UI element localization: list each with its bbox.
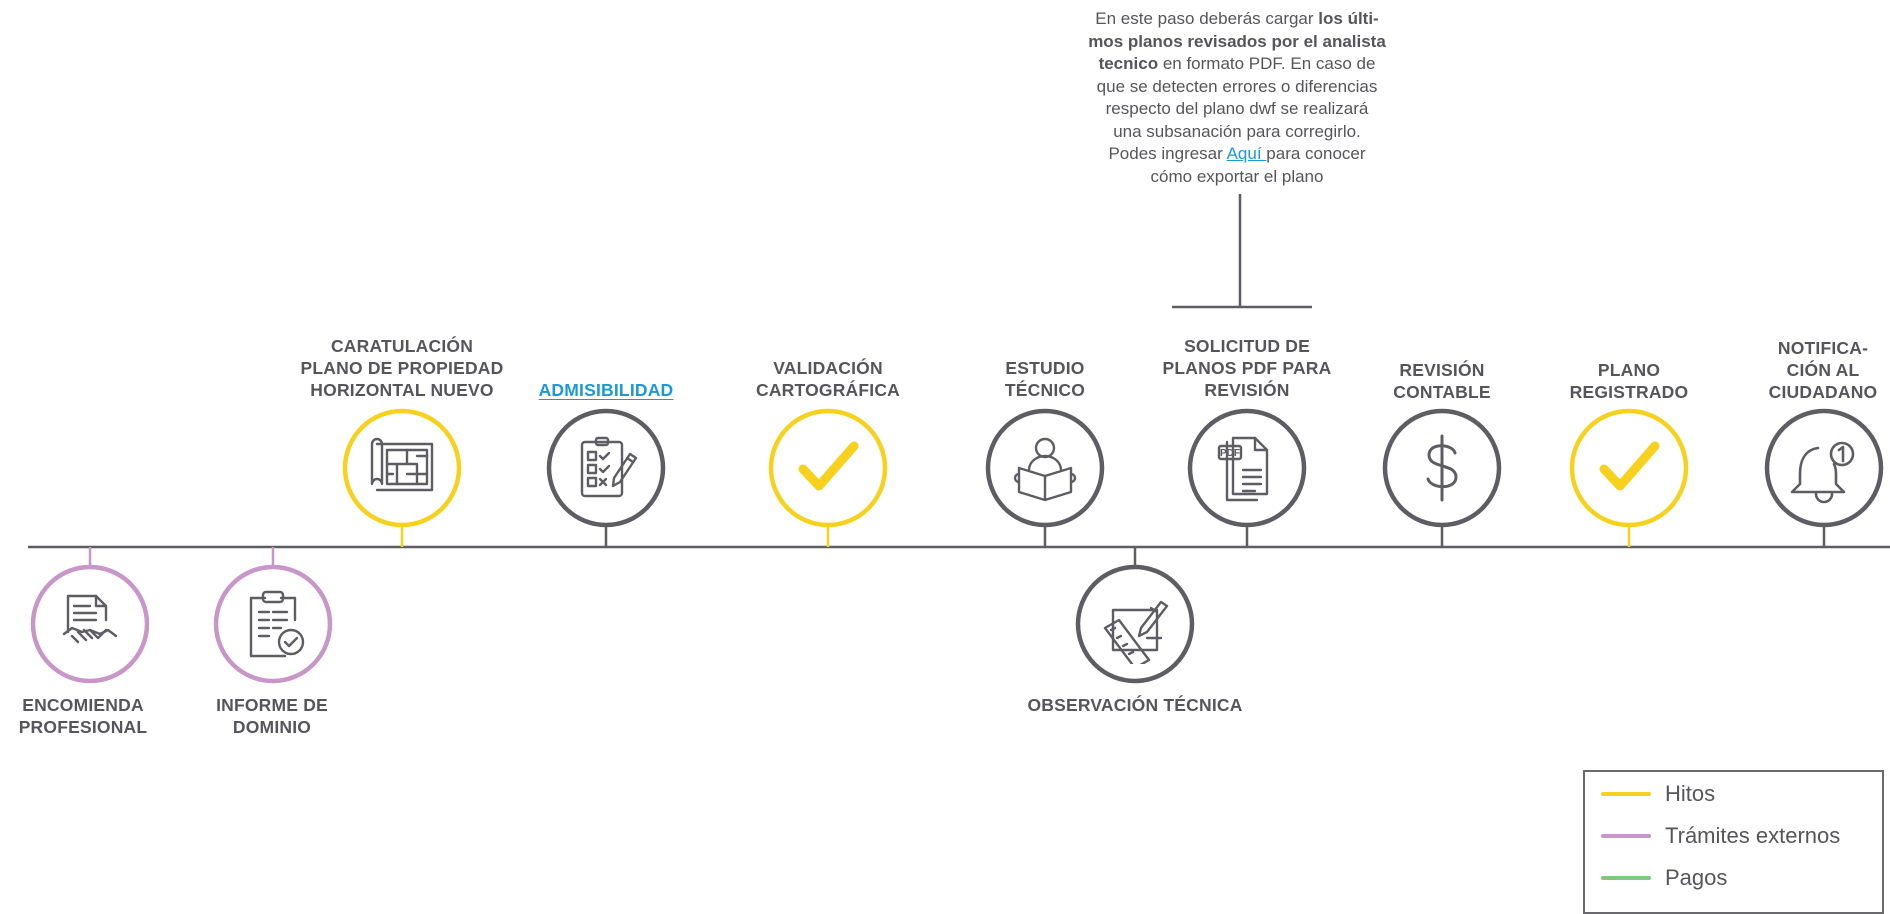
step-notificacion[interactable] (1764, 408, 1884, 528)
info-text: Podes ingresar (1108, 144, 1227, 163)
label-revision-contable: REVISIÓN CONTABLE (1393, 360, 1491, 402)
legend-swatch (1601, 792, 1651, 796)
label-admisibilidad: ADMISIBILIDAD (516, 379, 696, 401)
label-observacion: OBSERVACIÓN TÉCNICA (1027, 695, 1243, 715)
legend-label: Trámites externos (1665, 823, 1841, 848)
admisibilidad-link[interactable]: ADMISIBILIDAD (538, 380, 674, 400)
step-observacion[interactable] (1075, 564, 1195, 684)
info-text: para conocer (1266, 144, 1366, 163)
legend-item-externos: Trámites externos (1601, 823, 1840, 849)
legend: Hitos Trámites externos Pagos (1583, 770, 1884, 914)
step-encomienda[interactable] (30, 564, 150, 684)
label-notificacion: NOTIFICA- CIÓN AL CIUDADANO (1768, 338, 1878, 402)
label-plano-registrado: PLANO REGISTRADO (1569, 360, 1689, 402)
process-timeline: PDF (28, 194, 1890, 684)
step-revision-contable[interactable] (1382, 408, 1502, 528)
info-text-bold: mos planos revisados por el analista (1088, 31, 1386, 51)
label-caratulacion: CARATULACIÓN PLANO DE PROPIEDAD HORIZONT… (300, 336, 504, 400)
label-encomienda: ENCOMIENDA PROFESIONAL (18, 695, 148, 737)
step-caratulacion[interactable] (342, 408, 462, 528)
info-text: en formato PDF. En caso de (1158, 54, 1376, 73)
step-estudio[interactable] (985, 408, 1105, 528)
info-text: cómo exportar el plano (1150, 166, 1324, 186)
label-solicitud: SOLICITUD DE PLANOS PDF PARA REVISIÓN (1162, 336, 1332, 400)
legend-item-hitos: Hitos (1601, 781, 1715, 807)
step-admisibilidad[interactable] (546, 408, 666, 528)
step-informe-dominio[interactable] (213, 564, 333, 684)
step-solicitud[interactable] (1187, 408, 1307, 528)
info-text-bold: tecnico (1098, 54, 1159, 73)
legend-label: Hitos (1665, 781, 1716, 806)
label-informe-dominio: INFORME DE DOMINIO (216, 695, 328, 737)
info-text: respecto del plano dwf se realizará (1105, 99, 1369, 118)
label-validacion: VALIDACIÓN CARTOGRÁFICA (755, 358, 900, 400)
legend-swatch (1601, 876, 1651, 880)
info-text-bold: los últi- (1318, 9, 1379, 28)
legend-item-pagos: Pagos (1601, 865, 1727, 891)
info-callout: En este paso deberás cargar los últi- mo… (1042, 8, 1432, 188)
legend-swatch (1601, 834, 1651, 838)
callout-connector (1172, 194, 1312, 309)
info-text: una subsanación para corregirlo. (1113, 121, 1361, 141)
info-text: En este paso deberás cargar (1095, 9, 1319, 28)
info-text: que se detecten errores o diferencias (1096, 76, 1378, 96)
step-validacion[interactable] (768, 408, 888, 528)
label-estudio: ESTUDIO TÉCNICO (1004, 358, 1086, 400)
export-help-link[interactable]: Aquí (1226, 144, 1267, 163)
step-plano-registrado[interactable] (1569, 408, 1689, 528)
legend-label: Pagos (1665, 865, 1728, 890)
